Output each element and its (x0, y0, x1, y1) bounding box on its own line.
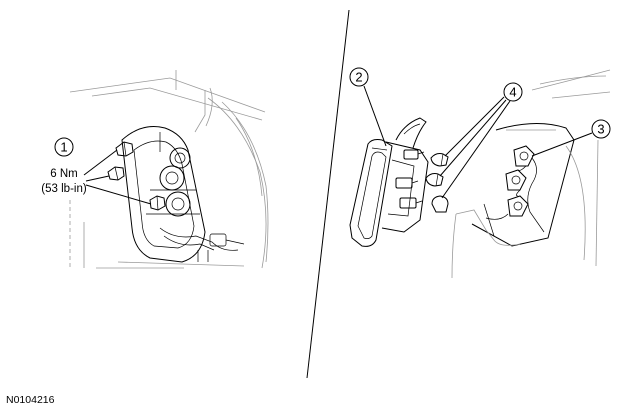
leader-line-callout-4b (439, 99, 507, 177)
leader-line-callout-4c (441, 100, 511, 199)
panel-divider-line (306, 9, 350, 379)
leader-line-callout-3 (531, 132, 593, 157)
callout-4: 4 (439, 82, 523, 199)
callout-3-label: 3 (597, 122, 604, 137)
bulb-lower (431, 195, 449, 213)
mounting-nut-lower (149, 195, 166, 211)
leader-line-callout-2 (363, 85, 387, 147)
left-panel-body-opening (69, 70, 269, 269)
callout-3: 3 (531, 119, 611, 157)
leader-lines-callout-1 (83, 149, 152, 205)
mounting-nut-upper (115, 141, 134, 157)
torque-spec-imperial: (53 lb-in) (41, 183, 87, 195)
mounting-nut-middle (107, 166, 125, 181)
callout-2-label: 2 (355, 70, 362, 85)
callout-4-label: 4 (509, 85, 516, 100)
torque-spec-metric: 6 Nm (50, 168, 77, 180)
leader-line-callout-4a (444, 96, 505, 157)
callout-1: 1 (54, 137, 74, 157)
callout-1-label: 1 (60, 140, 67, 155)
bulb-middle (425, 173, 444, 187)
figure-id: N0104216 (6, 394, 55, 406)
callout-2: 2 (349, 67, 387, 147)
lamp-assembly (349, 117, 429, 247)
right-body-opening (451, 69, 611, 279)
bulb-upper (430, 153, 449, 167)
